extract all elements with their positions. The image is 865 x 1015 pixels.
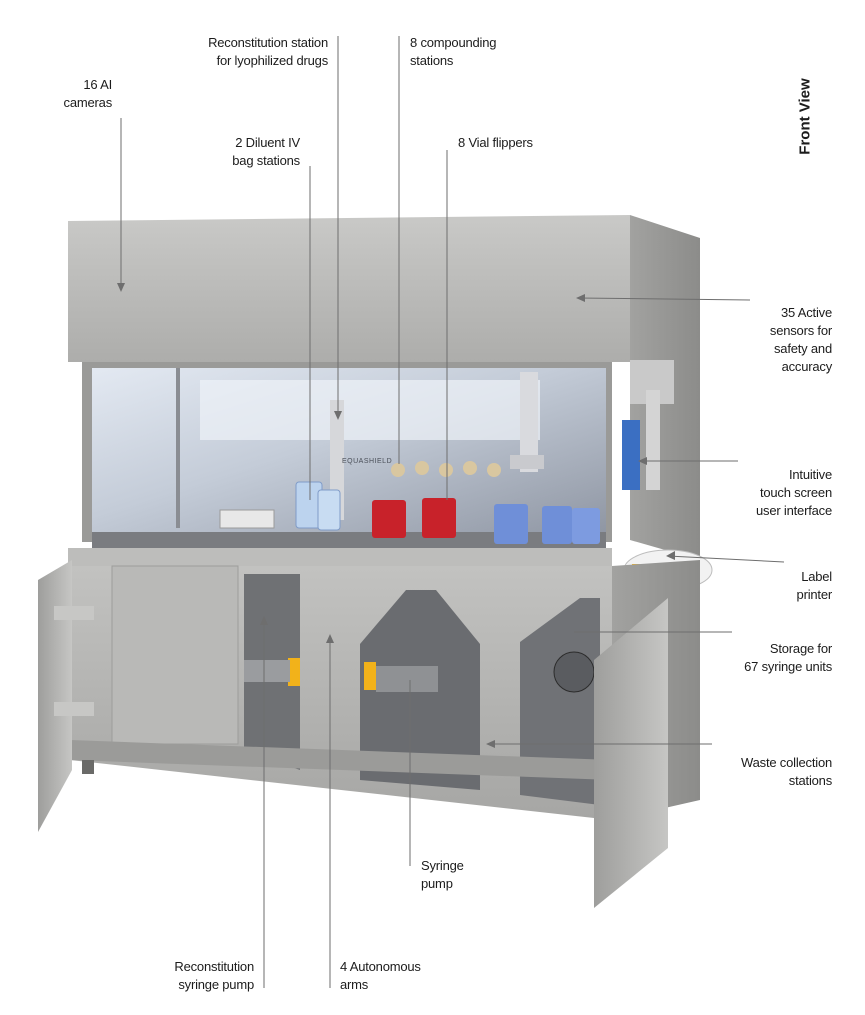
syringe-tray-blue [542,506,572,544]
vial-rack [219,509,275,529]
door-hinge [54,606,94,620]
back-wall-light [200,380,540,440]
actuator-yellow [364,662,376,690]
counter-ledge [68,548,612,566]
drug-bag-red [372,500,406,538]
syringe-tray-blue [494,504,528,544]
linear-rail [244,660,290,682]
linear-rail [376,666,438,692]
door-hinge [54,702,94,716]
machine-brand: EQUASHIELD [342,458,393,465]
diluent-bag [317,489,341,531]
syringe-tray-blue [572,508,600,544]
touch-screen [622,420,640,490]
internal-arm-rail [520,372,538,472]
hood-top-panel [68,215,630,362]
syringe-storage-wheel [553,651,595,693]
bottom-rail [70,740,612,780]
drug-bag-red [422,498,456,538]
vial-flippers [391,461,501,477]
work-surface [92,532,606,548]
actuator-yellow [288,658,300,686]
cabinet-panel [111,565,239,745]
hood-window-divider [176,368,180,528]
internal-arm-head [510,455,544,469]
foot [82,760,94,774]
view-title: Front View [796,78,814,155]
open-door-right [594,598,668,908]
label-vial-flippers: 8 Vial flippers [458,135,533,150]
arm-bay-right [520,598,600,805]
open-door-left [38,560,72,832]
touch-screen-arm [646,390,660,490]
